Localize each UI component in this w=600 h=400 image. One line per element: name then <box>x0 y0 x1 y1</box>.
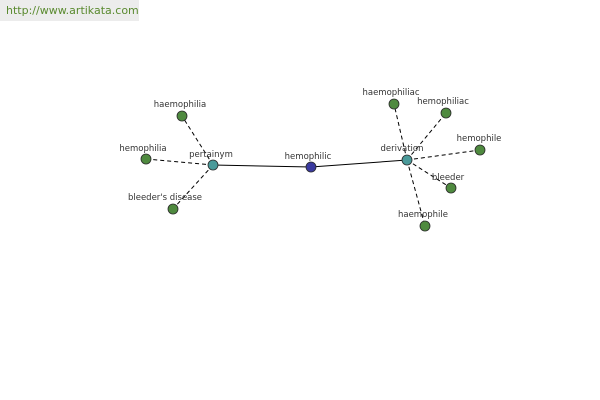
edge-derivation-hemophiliac <box>406 112 447 161</box>
url-link[interactable]: http://www.artikata.com <box>6 4 139 17</box>
term-node-hemophile[interactable] <box>474 144 486 156</box>
term-node-haemophiliac[interactable] <box>388 98 400 110</box>
term-label-haemophile[interactable]: haemophile <box>398 210 448 220</box>
edge-derivation <box>310 159 408 168</box>
term-node-bleeder[interactable] <box>445 182 457 194</box>
edge-derivation-bleeder <box>406 159 452 189</box>
edge-derivation-haemophile <box>406 159 426 227</box>
labels-layer: hemophilic pertainym haemophilia hemophilia… <box>119 88 501 220</box>
term-label-hemophilia[interactable]: hemophilia <box>119 144 166 154</box>
url-banner: http://www.artikata.com <box>0 0 139 21</box>
edge-pertainym-bleeder-s-disease <box>172 164 214 210</box>
center-node[interactable] <box>305 161 317 173</box>
term-label-bleeder[interactable]: bleeder <box>432 173 465 183</box>
edge-pertainym-hemophilia <box>145 158 214 166</box>
term-label-haemophiliac[interactable]: haemophiliac <box>362 88 419 98</box>
edge-derivation-haemophiliac <box>393 103 408 161</box>
edge-pertainym-haemophilia <box>181 115 214 166</box>
nodes-layer <box>140 98 486 232</box>
term-node-hemophilia[interactable] <box>140 153 152 165</box>
term-label-haemophilia[interactable]: haemophilia <box>154 100 206 110</box>
term-label-hemophiliac[interactable]: hemophiliac <box>417 97 469 107</box>
relation-node-derivation[interactable] <box>401 154 413 166</box>
term-node-haemophilia[interactable] <box>176 110 188 122</box>
term-label-hemophile[interactable]: hemophile <box>457 134 502 144</box>
edge-pertainym <box>212 164 312 168</box>
relation-label-derivation[interactable]: derivation <box>380 144 423 154</box>
center-label[interactable]: hemophilic <box>285 152 332 162</box>
term-node-haemophile[interactable] <box>419 220 431 232</box>
edges-layer <box>145 103 481 227</box>
term-label-bleeder-s-disease[interactable]: bleeder's disease <box>128 193 202 203</box>
edge-derivation-hemophile <box>406 149 481 161</box>
relation-node-pertainym[interactable] <box>207 159 219 171</box>
term-node-hemophiliac[interactable] <box>440 107 452 119</box>
term-node-bleeder-s-disease[interactable] <box>167 203 179 215</box>
relation-label-pertainym[interactable]: pertainym <box>189 150 233 160</box>
